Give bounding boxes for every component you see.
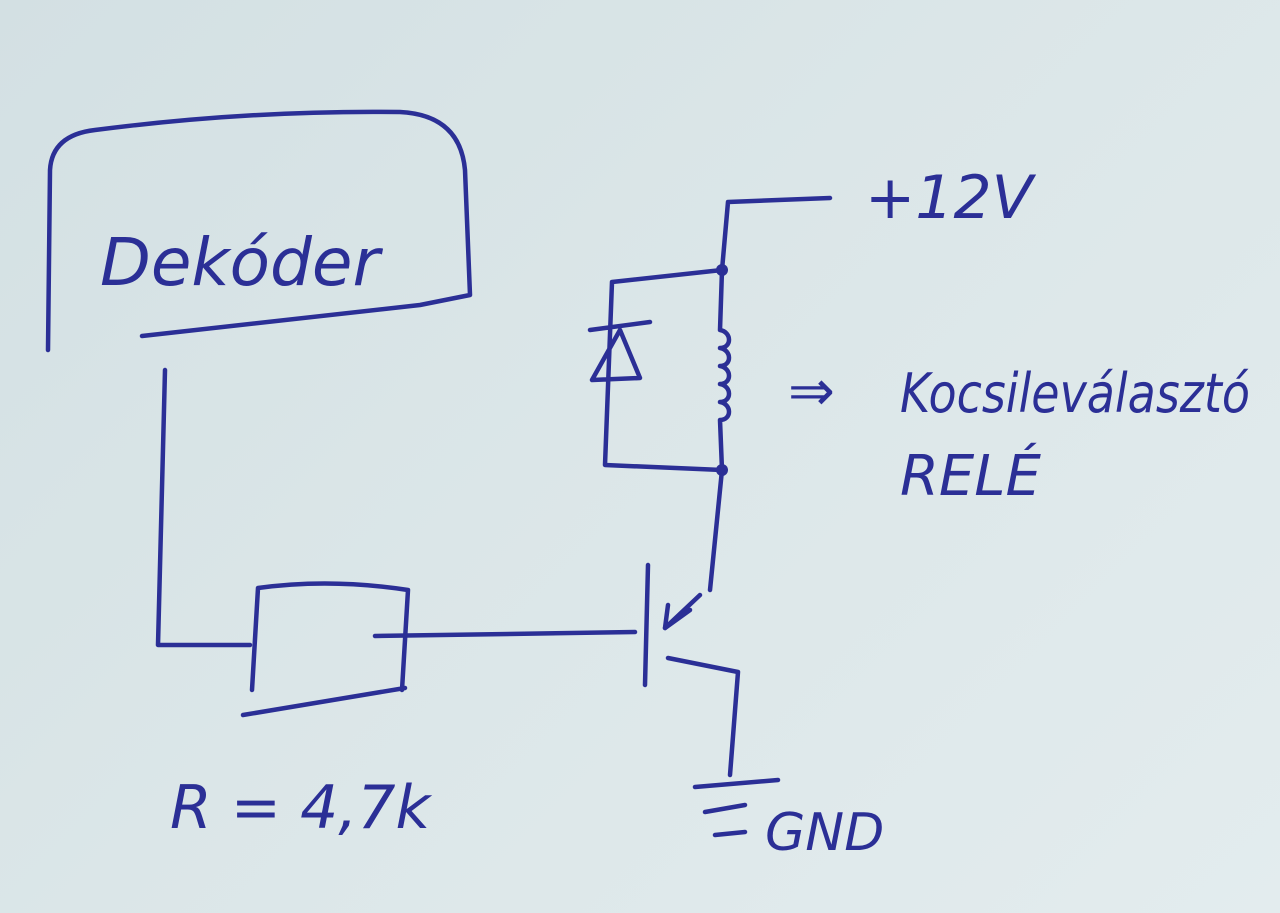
wire-supply [719, 195, 833, 273]
transistor-arrow [662, 602, 693, 631]
transistor-base [642, 562, 651, 688]
supply-label: +12V [865, 163, 1037, 233]
diode [587, 267, 725, 473]
decoder-box [45, 109, 473, 353]
arrow-icon: ⇒ [788, 359, 835, 424]
transistor-emitter [665, 655, 741, 778]
relay-coil [707, 267, 732, 593]
relay-label-line2: RELÉ [900, 444, 1041, 509]
wire-decoder-resistor [155, 367, 253, 648]
resistor [240, 581, 411, 718]
wire-resistor-base [372, 629, 638, 639]
ground-label: GND [765, 803, 884, 863]
resistor-label: R = 4,7k [170, 773, 433, 843]
ground-symbol [692, 777, 781, 838]
decoder-label: Dekóder [100, 224, 384, 301]
relay-label-line1: Kocsileválasztó [900, 362, 1250, 425]
